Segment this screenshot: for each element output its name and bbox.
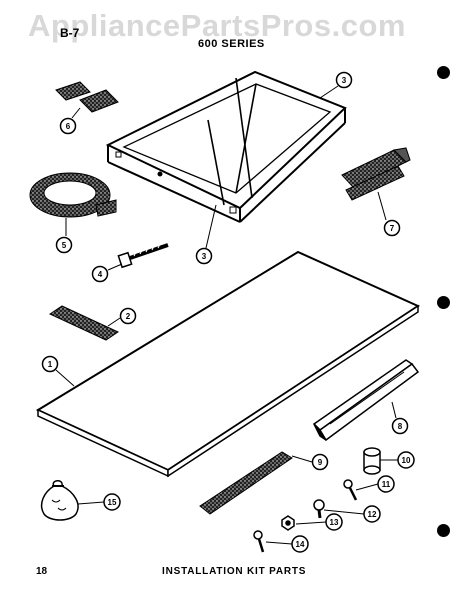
panel [35, 250, 421, 478]
callout-9: 9 [311, 453, 329, 471]
screw-small [253, 530, 265, 553]
callout-4: 4 [91, 265, 109, 283]
page-code: B-7 [60, 26, 80, 40]
callout-3-bottom: 3 [195, 247, 213, 265]
callout-11: 11 [377, 475, 395, 493]
angle-bracket [312, 359, 420, 442]
diagram-title: INSTALLATION KIT PARTS [162, 566, 307, 577]
long-foam-strip [199, 451, 293, 515]
svg-text:4: 4 [98, 270, 103, 279]
series-title: 600 SERIES [198, 38, 265, 50]
callout-5: 5 [55, 236, 73, 254]
binder-hole-top [437, 66, 450, 79]
svg-text:14: 14 [296, 540, 305, 549]
svg-text:10: 10 [402, 456, 411, 465]
svg-text:3: 3 [342, 76, 347, 85]
foam-strip-pieces [341, 147, 411, 201]
svg-text:9: 9 [318, 458, 323, 467]
svg-text:1: 1 [48, 360, 53, 369]
small-foam-strip [48, 305, 120, 341]
leader-lines [55, 85, 398, 545]
callout-6: 6 [59, 117, 77, 135]
callout-12: 12 [363, 505, 381, 523]
screw-short [313, 499, 325, 519]
callout-3-top: 3 [335, 71, 353, 89]
support-frame [105, 70, 347, 223]
svg-text:8: 8 [398, 422, 403, 431]
callout-2: 2 [119, 307, 137, 325]
binder-hole-bottom [437, 524, 450, 537]
svg-text:11: 11 [382, 480, 391, 489]
page-number: 18 [36, 566, 48, 577]
callout-8: 8 [391, 417, 409, 435]
svg-text:6: 6 [66, 122, 71, 131]
svg-text:3: 3 [202, 252, 207, 261]
foam-roll [29, 172, 117, 218]
callout-15: 15 [103, 493, 121, 511]
svg-text:5: 5 [62, 241, 67, 250]
cap [363, 447, 381, 475]
svg-text:13: 13 [330, 518, 339, 527]
callout-7: 7 [383, 219, 401, 237]
nut [281, 515, 295, 531]
svg-text:12: 12 [368, 510, 377, 519]
screw-long [343, 479, 358, 501]
bolt [117, 243, 169, 269]
callout-14: 14 [291, 535, 309, 553]
callout-10: 10 [397, 451, 415, 469]
foam-blocks [55, 81, 119, 113]
svg-text:2: 2 [126, 312, 131, 321]
callout-1: 1 [41, 355, 59, 373]
parts-bag [40, 480, 79, 521]
binder-hole-middle [437, 296, 450, 309]
watermark: AppliancePartsPros.com [28, 8, 406, 43]
svg-text:15: 15 [108, 498, 117, 507]
svg-text:7: 7 [390, 224, 395, 233]
callout-13: 13 [325, 513, 343, 531]
